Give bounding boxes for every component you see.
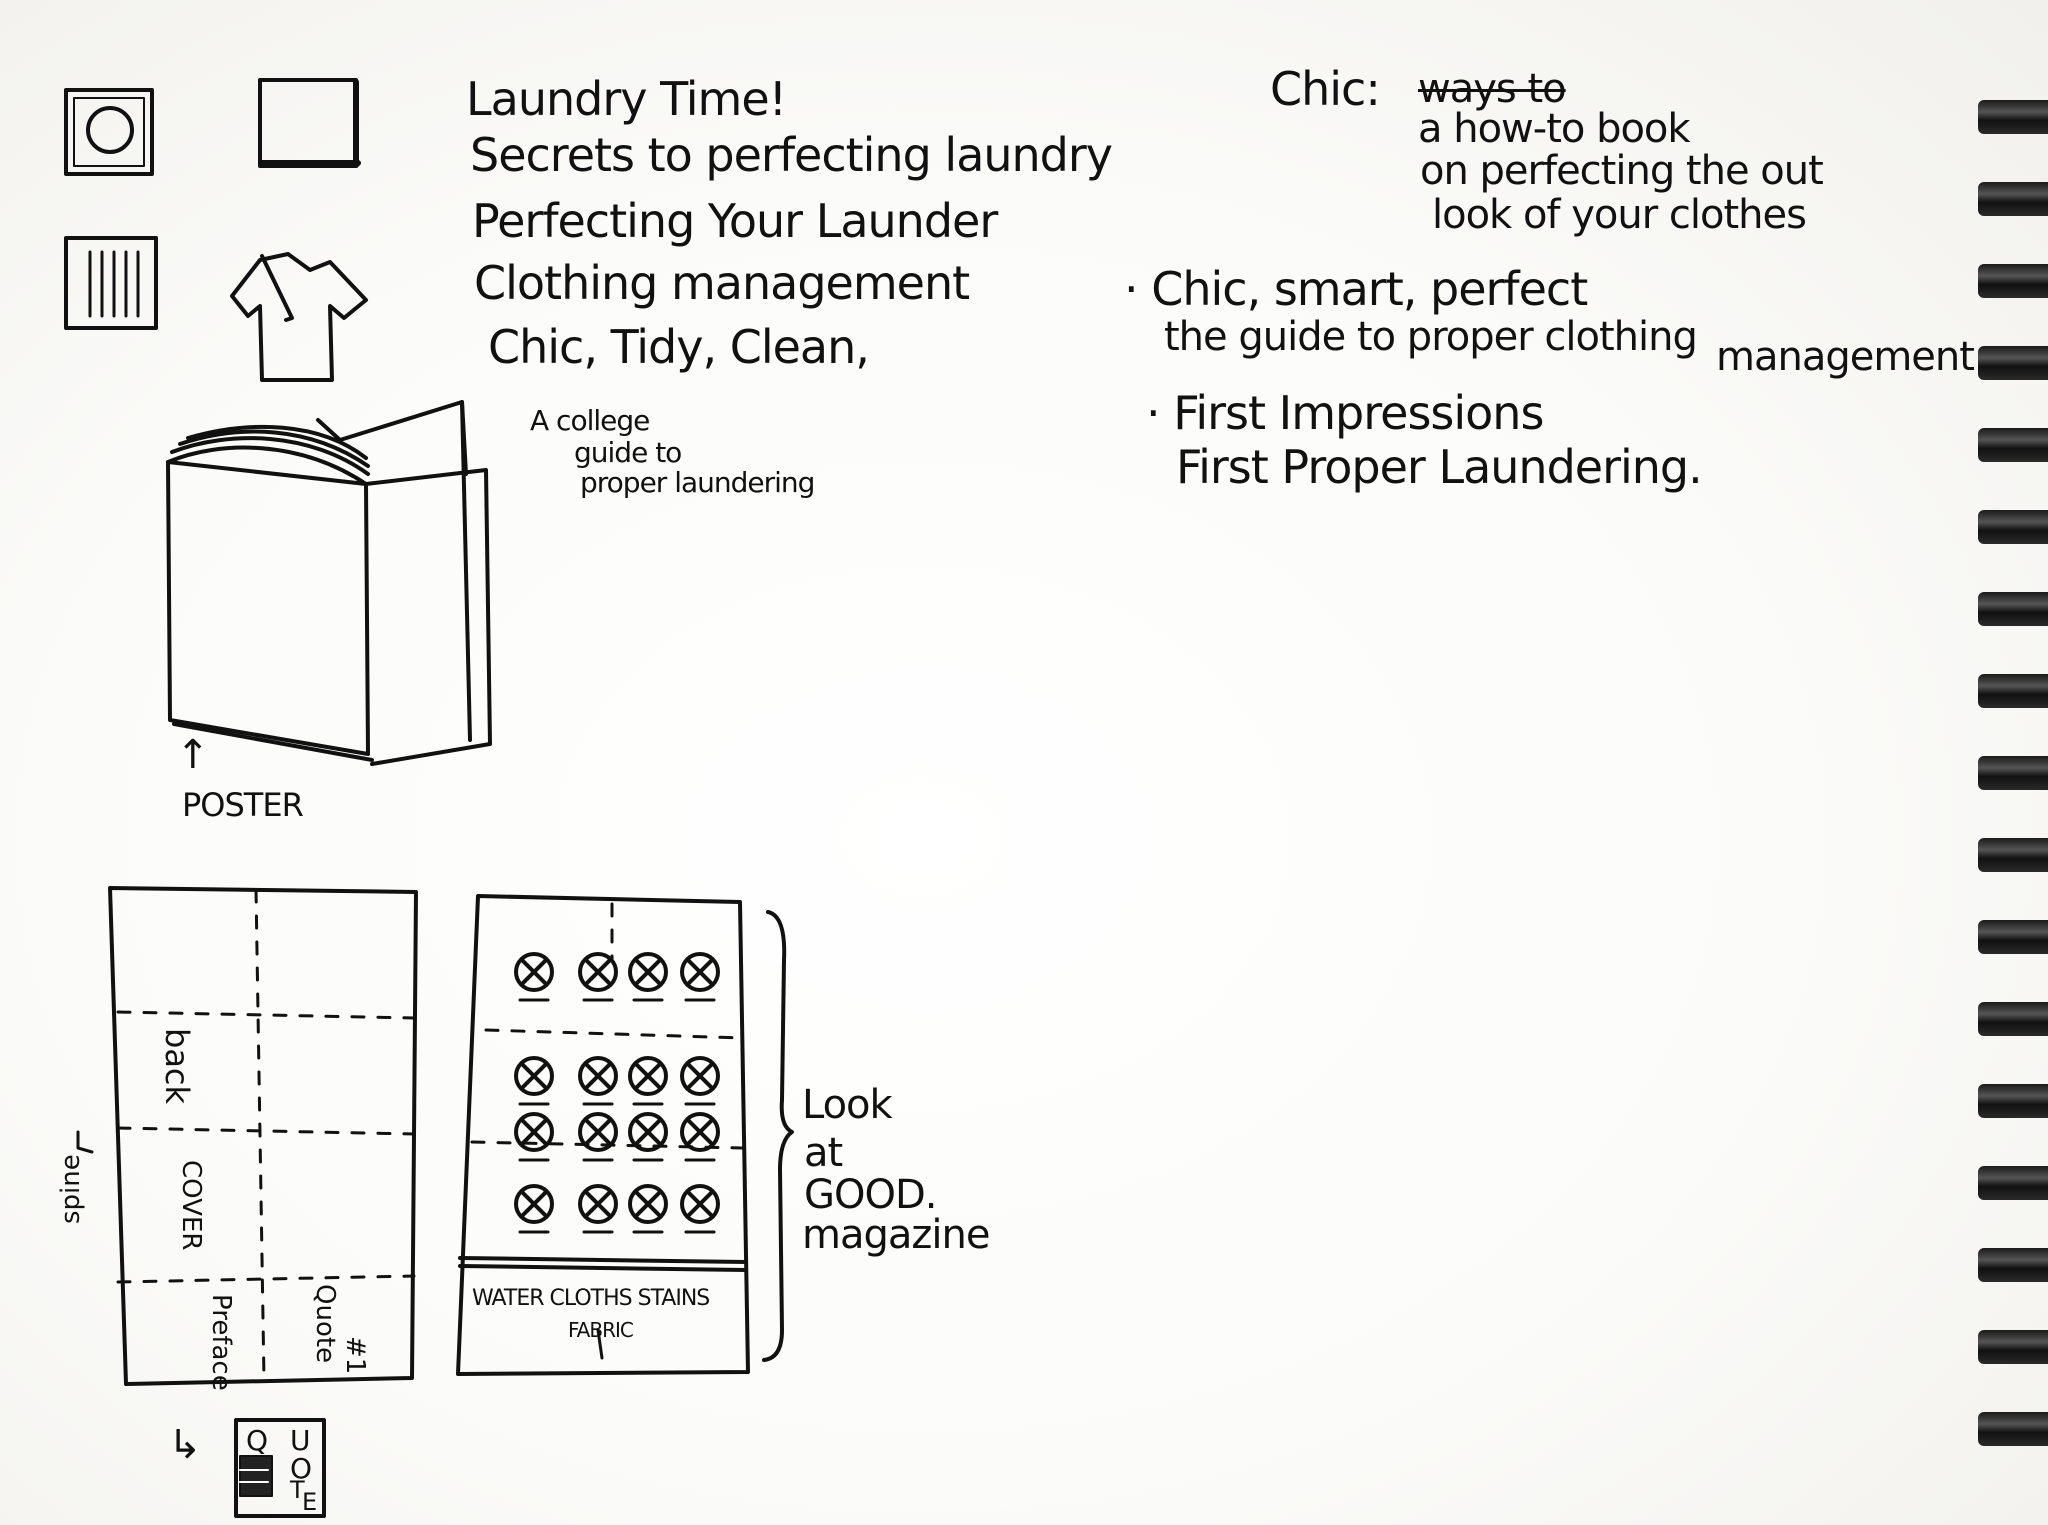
binding-coil [1978, 674, 2048, 708]
spine-pointer [76, 1130, 94, 1154]
quote-letter-u: U [290, 1424, 310, 1457]
washing-symbol-grid [514, 952, 720, 1234]
option-a-line-1: · Chic, smart, perfect [1124, 262, 1588, 316]
chic-line-2: on perfecting the out [1420, 148, 1824, 194]
back-label: back [158, 1028, 196, 1105]
option-b-line-2: First Proper Laundering. [1176, 440, 1703, 494]
binding-coil [1978, 264, 2048, 298]
note-line-2: at [804, 1130, 843, 1176]
brace [762, 910, 794, 1362]
washing-symbol-icon [514, 1056, 554, 1106]
binding-coil [1978, 1166, 2048, 1200]
book-sketch [166, 400, 492, 766]
binding-coil [1978, 1248, 2048, 1282]
chic-label: Chic: [1270, 62, 1381, 116]
quote-letter-o: O [290, 1452, 312, 1485]
option-a-line-2: the guide to proper clothing [1164, 314, 1698, 360]
grid-fabric-label: FABRIC [568, 1318, 634, 1342]
chic-line-3: look of your clothes [1432, 192, 1807, 238]
washing-symbol-icon [514, 1112, 554, 1162]
binding-coil [1978, 100, 2048, 134]
binding-coil [1978, 428, 2048, 462]
option-b-line-1: · First Impressions [1146, 386, 1544, 440]
square-symbol-icon [258, 78, 361, 168]
quote-label: Quote [310, 1284, 340, 1364]
washing-symbol-icon [628, 952, 668, 1002]
poster-arrow: ↑ [176, 732, 210, 778]
washing-symbol-icon [680, 952, 720, 1002]
poster-label: POSTER [182, 786, 304, 824]
washing-symbol-icon [514, 952, 554, 1002]
option-a-line-3: management [1716, 334, 1975, 380]
tshirt-icon [230, 252, 368, 382]
quote-letter-e: E [302, 1488, 317, 1516]
washing-symbol-icon [628, 1184, 668, 1234]
washing-symbol-icon [514, 1184, 554, 1234]
college-line-2: guide to [574, 436, 682, 469]
binding-coil [1978, 1084, 2048, 1118]
quote-letter-q: Q [246, 1424, 268, 1457]
note-line-3: GOOD. [804, 1172, 937, 1218]
lines-symbol-icon [64, 236, 158, 330]
binding-coil [1978, 756, 2048, 790]
title-option-4: Clothing management [474, 256, 970, 310]
quote-number-label: #1 [340, 1336, 370, 1375]
washing-symbol-icon [680, 1184, 720, 1234]
quote-box-sketch [234, 1418, 326, 1518]
binding-coil [1978, 346, 2048, 380]
washing-symbol-icon [680, 1112, 720, 1162]
binding-coil [1978, 1412, 2048, 1446]
binding-coil [1978, 182, 2048, 216]
preface-label: Preface [206, 1294, 236, 1391]
chic-line-1: a how-to book [1418, 106, 1691, 152]
binding-coil [1978, 920, 2048, 954]
washing-symbol-icon [680, 1056, 720, 1106]
college-line-1: A college [530, 404, 650, 437]
chic-struck-text: ways to [1418, 66, 1567, 112]
title-option-1: Laundry Time! [466, 72, 787, 126]
washing-symbol-icon [628, 1056, 668, 1106]
grid-layout-sketch [456, 894, 750, 1376]
note-line-4: magazine [802, 1212, 990, 1258]
quote-arrow: ↳ [168, 1422, 202, 1468]
title-option-2: Secrets to perfecting laundry [470, 128, 1113, 182]
washing-symbol-icon [578, 1184, 618, 1234]
college-line-3: proper laundering [580, 466, 815, 499]
washing-symbol-icon [578, 1056, 618, 1106]
binding-coil [1978, 1002, 2048, 1036]
cover-label: COVER [176, 1160, 206, 1251]
washer-symbol-icon [64, 88, 154, 176]
binding-coil [1978, 592, 2048, 626]
title-option-5: Chic, Tidy, Clean, [488, 320, 870, 374]
fold-layout-sketch [108, 886, 418, 1386]
binding-coil [1978, 838, 2048, 872]
spine-label: spine [56, 1154, 86, 1224]
note-line-1: Look [802, 1082, 893, 1128]
title-option-3: Perfecting Your Launder [472, 194, 998, 248]
grid-categories: WATER CLOTHS STAINS [472, 1286, 710, 1311]
washing-symbol-icon [578, 952, 618, 1002]
binding-coil [1978, 510, 2048, 544]
washing-symbol-icon [578, 1112, 618, 1162]
binding-coil [1978, 1330, 2048, 1364]
washing-symbol-icon [628, 1112, 668, 1162]
quote-letter-t: T [290, 1476, 305, 1504]
